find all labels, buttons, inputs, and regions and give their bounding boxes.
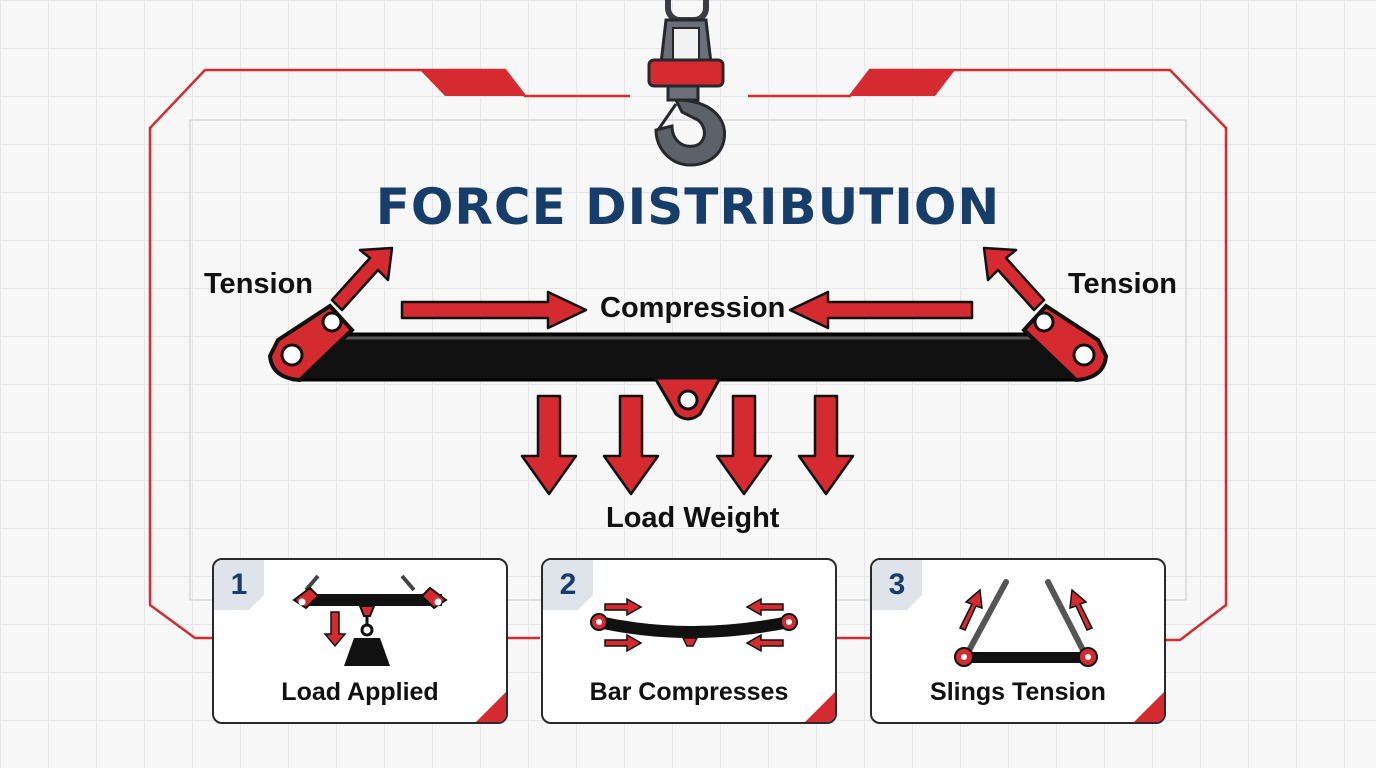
spreader-bar-icon (292, 574, 448, 666)
step-caption: Load Applied (281, 678, 439, 706)
step-number: 2 (543, 560, 593, 610)
step-number: 1 (214, 560, 264, 610)
force-arrow-icon (323, 611, 347, 648)
tension-label-right: Tension (1068, 268, 1178, 300)
bent-bar-icon (590, 597, 798, 653)
step-card-3: 3 Slings Tension (870, 558, 1166, 724)
frame-tab-right (850, 70, 955, 96)
compression-arrow-left (400, 290, 588, 330)
load-arrow-3 (715, 394, 773, 496)
compression-label: Compression (600, 292, 786, 324)
tension-label-left: Tension (204, 268, 314, 300)
outer-frame (148, 68, 1228, 642)
inner-frame (189, 119, 1187, 601)
step-card-1: 1 Load Applied (212, 558, 508, 724)
tension-arrow-right (982, 246, 1046, 312)
load-arrow-4 (797, 394, 855, 496)
crane-hook-icon (647, 0, 727, 167)
compression-arrow-right (788, 290, 974, 330)
frame-tab-left (420, 70, 525, 96)
tension-arrow-left (330, 246, 394, 312)
step-card-2: 2 Bar Compresses (541, 558, 837, 724)
load-arrow-2 (602, 394, 660, 496)
sling-icon (954, 579, 1098, 667)
load-arrow-1 (520, 394, 578, 496)
diagram-title: FORCE DISTRIBUTION (375, 178, 1001, 236)
load-weight-label: Load Weight (606, 502, 780, 534)
step-caption: Bar Compresses (589, 678, 789, 706)
step-number: 3 (872, 560, 922, 610)
spreader-bar (267, 303, 1109, 421)
step-caption: Slings Tension (930, 678, 1106, 706)
